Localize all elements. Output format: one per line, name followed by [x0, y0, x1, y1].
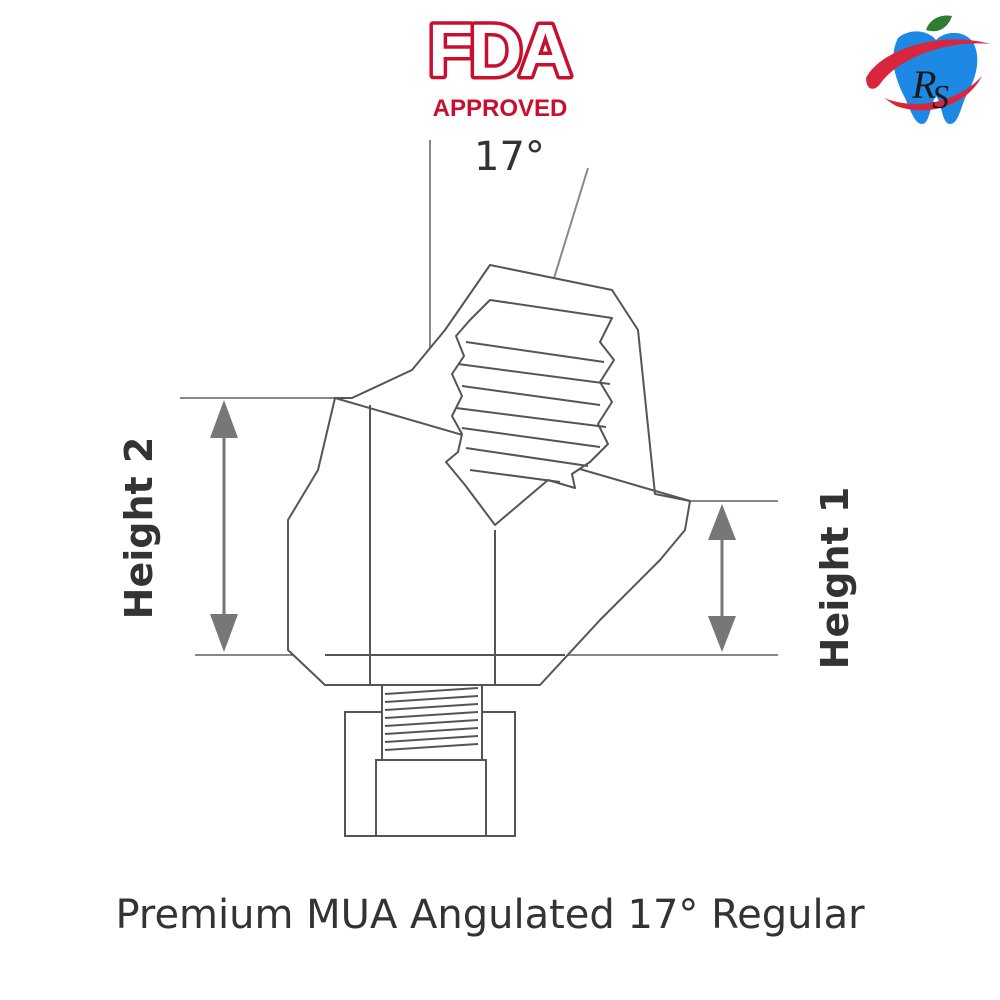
screw-thread-4: [455, 407, 607, 428]
screw-thread-7: [469, 469, 561, 483]
angle-label: 17°: [474, 134, 545, 180]
height2-label: Height 2: [117, 437, 161, 620]
height1-label: Height 1: [813, 487, 857, 670]
brand-monogram-s: S: [932, 79, 949, 116]
fda-logo-text: FDA: [428, 9, 571, 92]
top-screw-thread: [445, 299, 615, 526]
connector-threads: [384, 687, 479, 751]
swoosh-lower-icon: [884, 76, 982, 111]
screw-thread-2: [457, 363, 611, 385]
swoosh-icon: [866, 39, 990, 89]
connector-inner: [375, 759, 487, 837]
fda-approved-label: APPROVED: [433, 95, 568, 122]
height1-arrow-top: [708, 504, 736, 540]
screw-thread-outline: [445, 299, 615, 526]
height2-arrow-top: [210, 400, 238, 438]
brand-logo: R S: [866, 15, 990, 125]
screw-thread-6: [465, 447, 589, 467]
height2-dimension: [210, 400, 238, 652]
product-title: Premium MUA Angulated 17° Regular: [115, 892, 865, 938]
screw-thread-1: [465, 341, 605, 363]
screw-thread-3: [461, 385, 601, 406]
screw-thread-5: [461, 427, 601, 448]
height1-dimension: [708, 504, 736, 652]
height1-arrow-bottom: [708, 616, 736, 652]
brand-monogram-r: R: [911, 62, 936, 107]
fda-approved-badge: FDA APPROVED: [424, 6, 578, 123]
leaf-icon: [926, 15, 952, 32]
height2-arrow-bottom: [210, 614, 238, 652]
